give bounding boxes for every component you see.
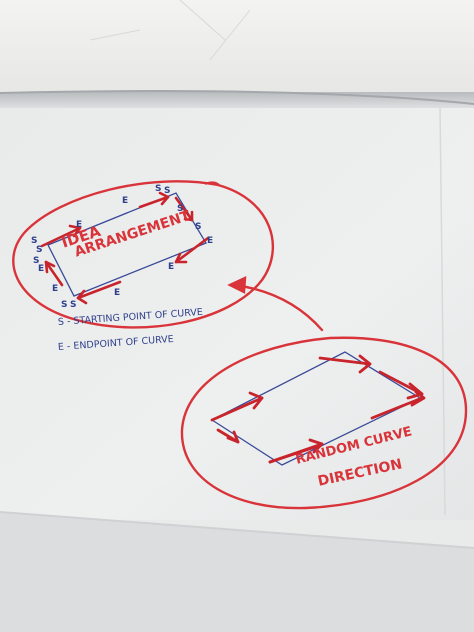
point-label-e: E: [76, 220, 83, 230]
wall: [0, 0, 474, 100]
connector-arrow: [227, 276, 324, 332]
top-oval: [12, 180, 275, 329]
point-label-s: S: [70, 300, 77, 310]
point-label-s: S: [164, 186, 171, 196]
point-label-s: S: [195, 222, 202, 232]
point-label-s: S: [155, 184, 162, 194]
floor: [0, 512, 474, 632]
point-label-s: S: [177, 204, 184, 214]
bottom-oval: [180, 336, 468, 510]
wall-marks: [89, 0, 251, 61]
bottom-red-arrows: [210, 354, 426, 464]
point-label-e: E: [114, 288, 121, 298]
top-blue-rectangle: [47, 192, 207, 297]
board-top-shadow: [0, 92, 474, 110]
top-red-arrows: [40, 191, 210, 305]
point-label-s: S: [33, 256, 40, 266]
point-label-s: S: [36, 245, 43, 255]
point-label-e: E: [38, 264, 45, 274]
whiteboard-surface: [0, 108, 474, 520]
point-label-s: S: [61, 300, 68, 310]
point-label-e: E: [168, 262, 175, 272]
point-label-e: E: [52, 284, 59, 294]
point-label-e: E: [122, 196, 129, 206]
point-label-e: E: [207, 236, 214, 246]
point-label-s: S: [31, 236, 38, 246]
